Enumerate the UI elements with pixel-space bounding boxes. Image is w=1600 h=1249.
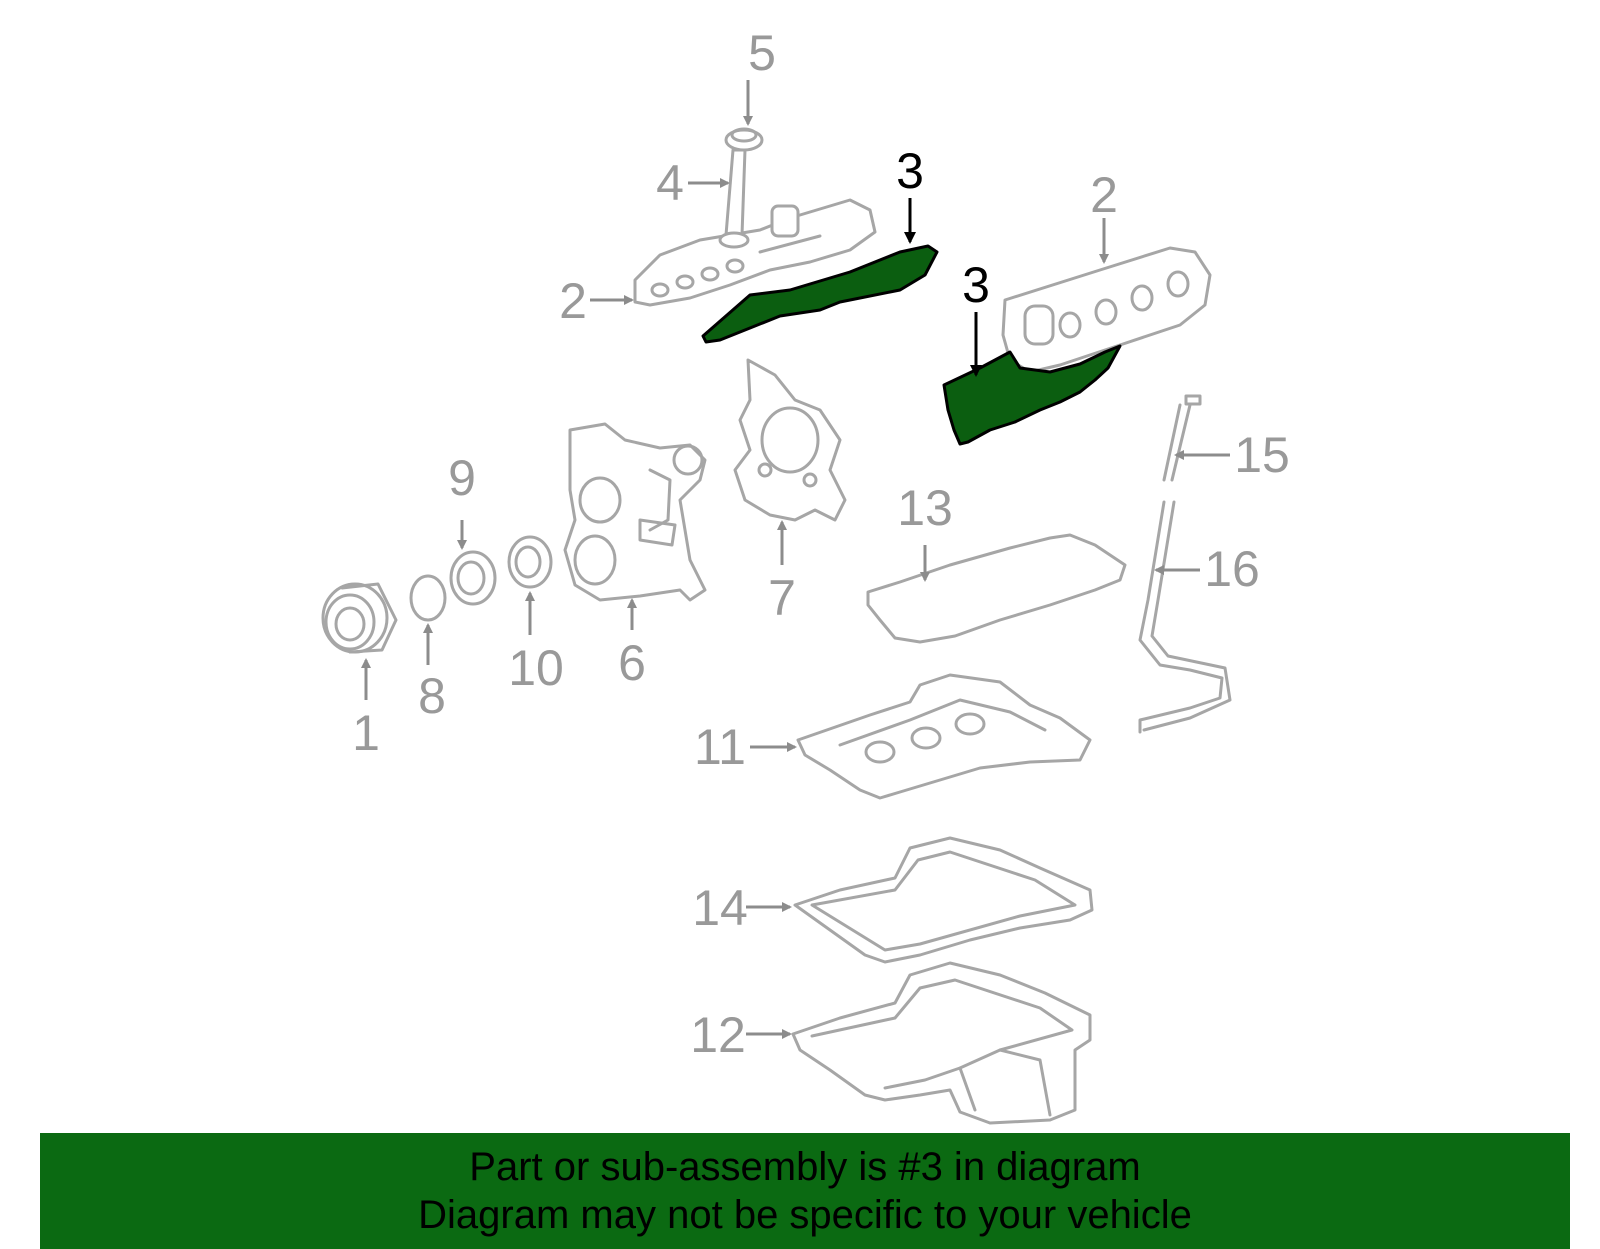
part-8-oring	[409, 574, 447, 622]
part-7-gasket-plate	[733, 358, 847, 522]
part-13-gasket	[866, 533, 1127, 644]
callout-10: 10	[508, 640, 564, 696]
callout-9: 9	[448, 450, 476, 506]
callout-11: 11	[694, 719, 746, 775]
info-banner: Part or sub-assembly is #3 in diagram Di…	[40, 1133, 1570, 1249]
callout-5: 5	[748, 25, 776, 81]
part-3-gasket-left	[701, 244, 939, 344]
part-16-dipstick-tube	[1138, 500, 1232, 734]
callout-15: 15	[1234, 427, 1290, 483]
callout-7: 7	[768, 570, 796, 626]
part-4-oil-filler-tube	[718, 148, 750, 249]
callout-16: 16	[1204, 541, 1260, 597]
callout-2-left: 2	[559, 273, 587, 329]
callout-13: 13	[897, 480, 953, 536]
part-3-gasket-right	[942, 344, 1122, 446]
part-15-dipstick	[1162, 394, 1202, 482]
callout-14: 14	[692, 880, 748, 936]
banner-line-part: Part or sub-assembly is #3 in diagram	[469, 1145, 1141, 1189]
part-10-seal	[507, 535, 553, 589]
part-5-oil-filler-cap	[724, 127, 764, 152]
part-11-windage-tray	[796, 673, 1092, 800]
banner-line-disclaimer: Diagram may not be specific to your vehi…	[418, 1193, 1192, 1237]
leader-arrows	[361, 80, 1230, 1039]
part-14-inner	[810, 850, 1077, 952]
part-2-valve-cover-right	[1001, 246, 1212, 374]
part-9-seal	[449, 550, 497, 606]
part-12-oil-pan	[791, 961, 1092, 1125]
callout-2-right: 2	[1090, 167, 1118, 223]
callout-1: 1	[352, 705, 380, 761]
part-14-oil-pan-gasket	[793, 836, 1094, 964]
callout-3-right: 3	[962, 257, 990, 313]
part-1-pulley	[321, 582, 398, 654]
callout-4: 4	[656, 155, 684, 211]
callout-6: 6	[618, 635, 646, 691]
callout-8: 8	[418, 668, 446, 724]
part-6-timing-cover	[563, 422, 707, 602]
callout-12: 12	[690, 1007, 746, 1063]
callout-3-left: 3	[896, 143, 924, 199]
